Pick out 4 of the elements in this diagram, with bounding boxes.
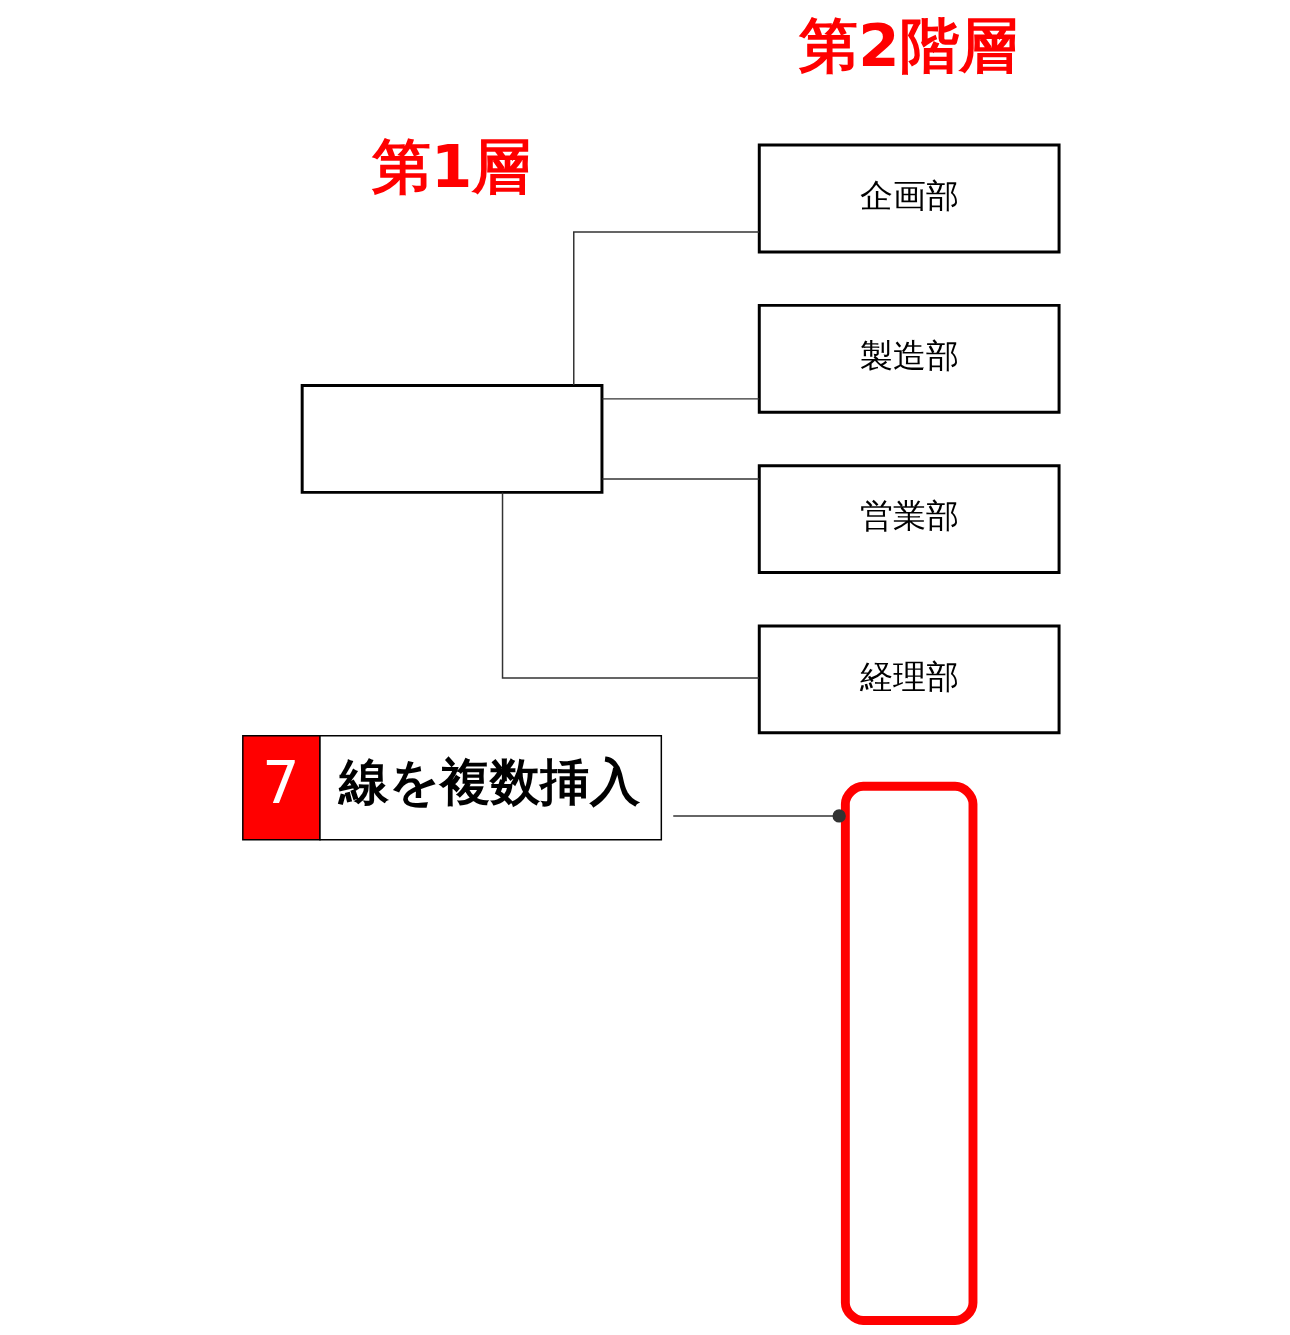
node-label: 線を複数挿入	[339, 752, 641, 812]
node-text: 7	[262, 747, 300, 817]
label: 第2階層	[799, 11, 1018, 81]
label: 第1層	[371, 131, 532, 201]
